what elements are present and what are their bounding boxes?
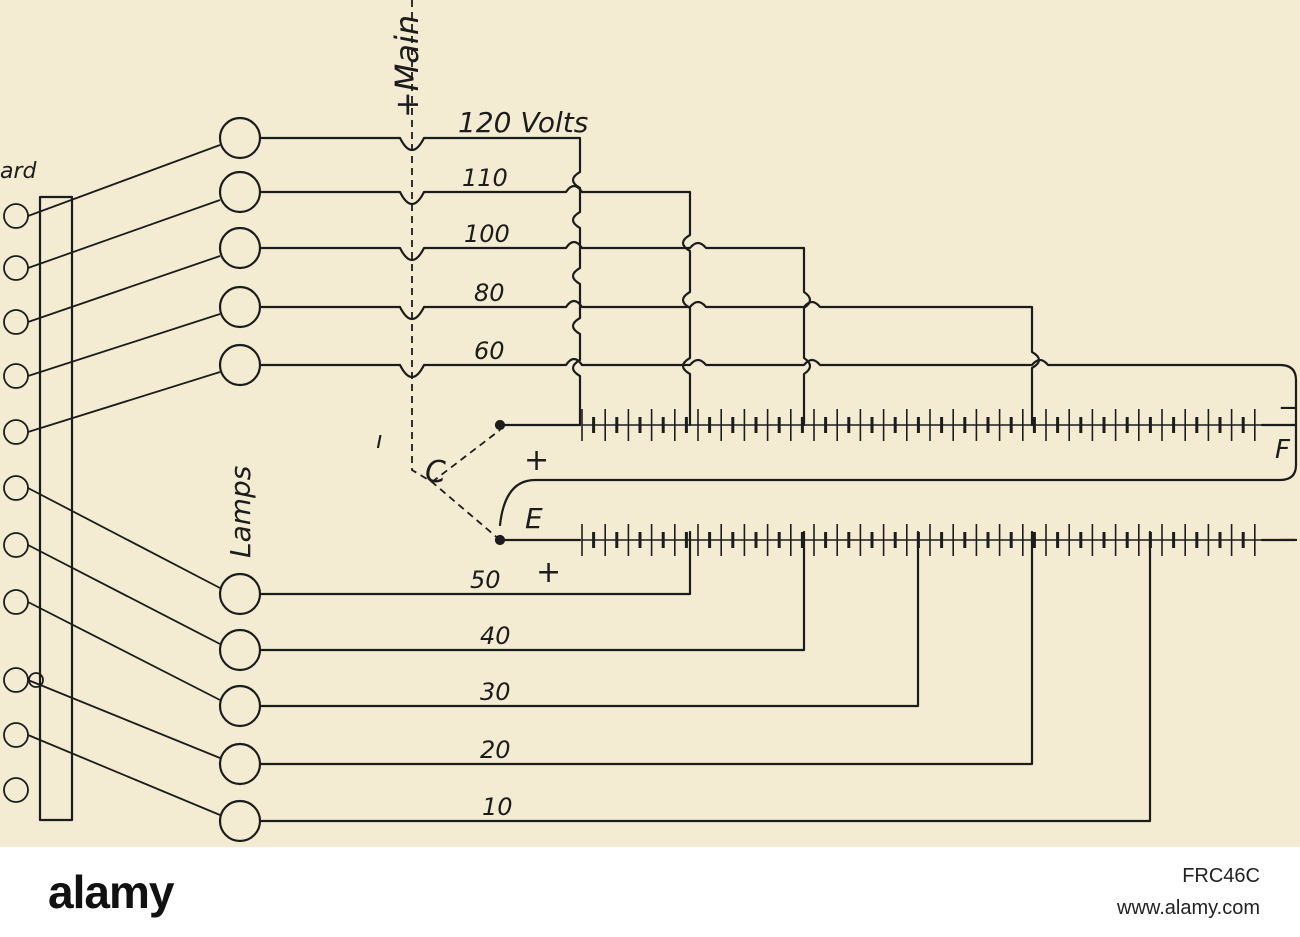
- label-40: 40: [480, 622, 511, 650]
- label-30: 30: [480, 678, 511, 706]
- switch-arms: [494, 419, 582, 546]
- lower-voltage-lines: [258, 530, 1152, 823]
- site-url: www.alamy.com: [1117, 897, 1260, 919]
- battery-upper: [581, 409, 1262, 441]
- label-50: 50: [470, 566, 501, 594]
- label-e: E: [525, 502, 543, 535]
- label-20: 20: [480, 736, 511, 764]
- switchboard-bar: [38, 195, 74, 822]
- label-main: +Main: [388, 15, 426, 118]
- image-id: FRC46C: [1182, 865, 1260, 887]
- label-120-volts: 120 Volts: [458, 106, 588, 139]
- wiring-diagram: +Main ard Lamps 120 Volts 110 100 80 60 …: [0, 0, 1300, 843]
- label-minus-lower: −: [1278, 525, 1300, 555]
- footer-bar: alamy FRC46C www.alamy.com: [0, 847, 1300, 937]
- label-plus-lower: +: [536, 555, 561, 590]
- upper-voltage-lines: [258, 136, 1298, 527]
- label-board: ard: [0, 159, 38, 184]
- label-lamps: Lamps: [224, 466, 257, 558]
- battery-terminals: [1260, 423, 1297, 542]
- brand-logo: alamy: [48, 866, 174, 918]
- main-dashed-line: [411, 0, 501, 541]
- switchboard-terminals: [3, 203, 44, 803]
- label-110: 110: [462, 164, 508, 192]
- label-tick-mark: ı: [376, 426, 383, 454]
- label-80: 80: [474, 279, 505, 307]
- label-60: 60: [474, 337, 505, 365]
- label-f: F: [1275, 435, 1291, 465]
- battery-lower: [581, 524, 1262, 556]
- label-minus-upper: −: [1278, 393, 1300, 423]
- label-c: C: [425, 455, 446, 490]
- label-100: 100: [464, 220, 510, 248]
- label-10: 10: [482, 793, 513, 821]
- label-plus-upper: +: [524, 443, 549, 478]
- board-to-lamp-leads: [27, 144, 221, 816]
